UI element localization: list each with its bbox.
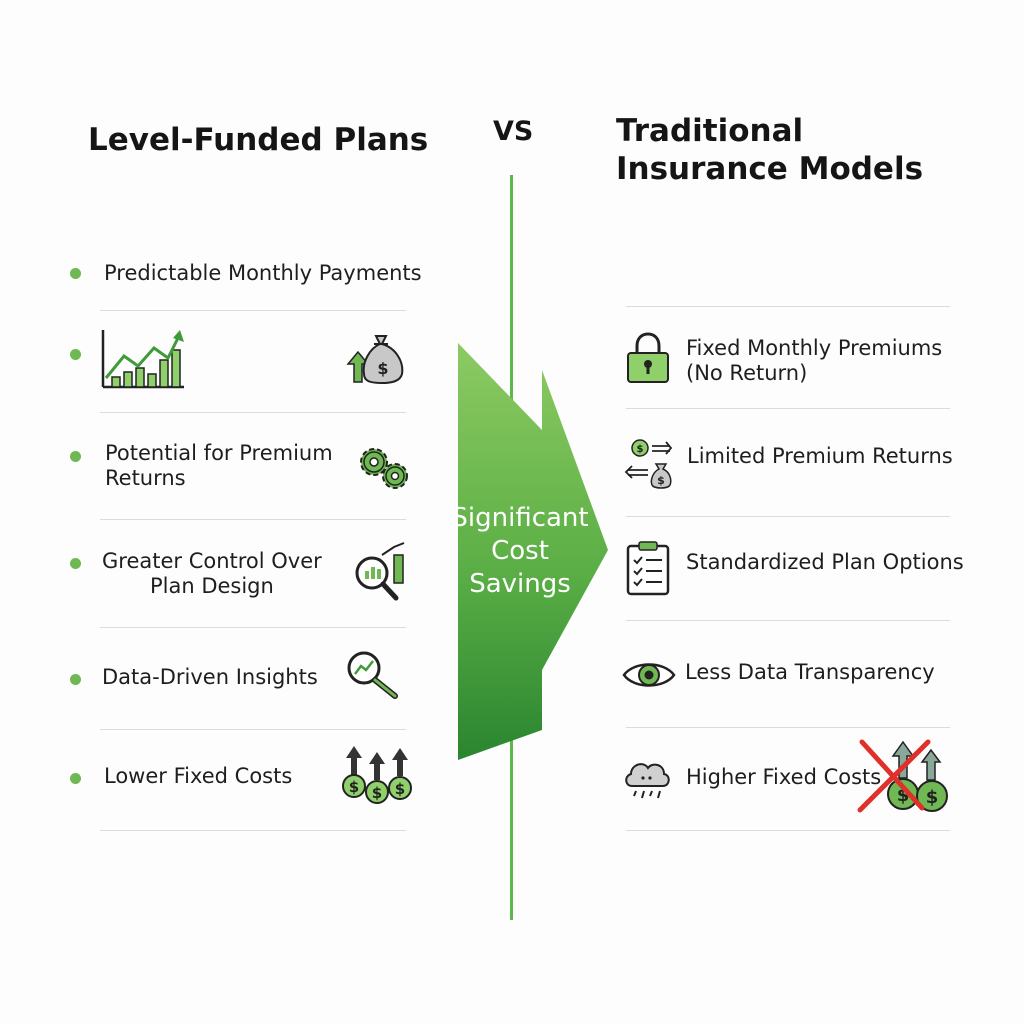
arrow-label-line1: Significant	[451, 503, 589, 533]
right-item-2-label: Standardized Plan Options	[686, 550, 964, 574]
left-divider-0	[100, 310, 406, 311]
insight-magnifier-icon	[345, 650, 401, 700]
eye-icon	[622, 657, 676, 693]
left-item-3-label: Greater Control Over Plan Design	[102, 549, 322, 598]
left-bullet-5	[70, 773, 81, 784]
right-item-1-label: Limited Premium Returns	[687, 444, 953, 468]
gears-icon	[355, 443, 413, 493]
left-divider-1	[100, 412, 406, 413]
clipboard-checklist-icon	[626, 540, 670, 596]
arrow-label-line2: Cost	[491, 536, 549, 566]
left-bullet-3	[70, 558, 81, 569]
left-title: Level-Funded Plans	[88, 122, 429, 158]
left-bullet-4	[70, 674, 81, 685]
right-divider-0	[626, 408, 950, 409]
crossed-dollar-coins-icon: $ $	[856, 738, 952, 818]
arrow-label-line3: Savings	[469, 569, 571, 599]
left-bullet-2	[70, 451, 81, 462]
left-item-2-label: Potential for Premium Returns	[105, 441, 333, 490]
left-bullet-1	[70, 349, 81, 360]
right-title: Traditional Insurance Models	[616, 113, 924, 187]
money-bag-up-icon: $	[344, 330, 408, 385]
svg-text:$: $	[395, 780, 405, 798]
left-divider-3	[100, 627, 406, 628]
vs-label: VS	[493, 116, 534, 147]
right-divider-1	[626, 516, 950, 517]
right-divider-3	[626, 727, 950, 728]
left-item-5-label: Lower Fixed Costs	[104, 764, 293, 788]
money-exchange-icon: $ $	[622, 436, 676, 490]
left-item-4-label: Data-Driven Insights	[102, 665, 318, 689]
lock-icon	[626, 332, 670, 384]
right-divider-4	[626, 830, 950, 831]
storm-cloud-icon	[622, 756, 672, 804]
svg-text:$: $	[657, 474, 665, 487]
cost-savings-arrow	[450, 335, 620, 765]
right-item-4-label: Higher Fixed Costs	[686, 765, 882, 789]
analytics-magnifier-icon	[352, 541, 410, 603]
svg-text:$: $	[926, 787, 939, 808]
left-item-0-label: Predictable Monthly Payments	[104, 261, 422, 285]
right-item-0-label: Fixed Monthly Premiums (No Return)	[686, 336, 943, 385]
right-item-3-label: Less Data Transparency	[685, 660, 935, 684]
growth-chart-icon	[100, 328, 186, 390]
svg-text:$: $	[377, 359, 388, 378]
arrow-label: Significant Cost Savings	[440, 502, 600, 601]
dollar-coins-up-icon: $ $ $	[340, 744, 414, 806]
right-divider-top	[626, 306, 950, 307]
svg-text:$: $	[637, 444, 644, 455]
left-divider-2	[100, 519, 406, 520]
left-divider-5	[100, 830, 406, 831]
left-bullet-0	[70, 268, 81, 279]
svg-text:$: $	[349, 778, 359, 796]
left-divider-4	[100, 729, 406, 730]
right-divider-2	[626, 620, 950, 621]
svg-text:$: $	[372, 784, 382, 802]
